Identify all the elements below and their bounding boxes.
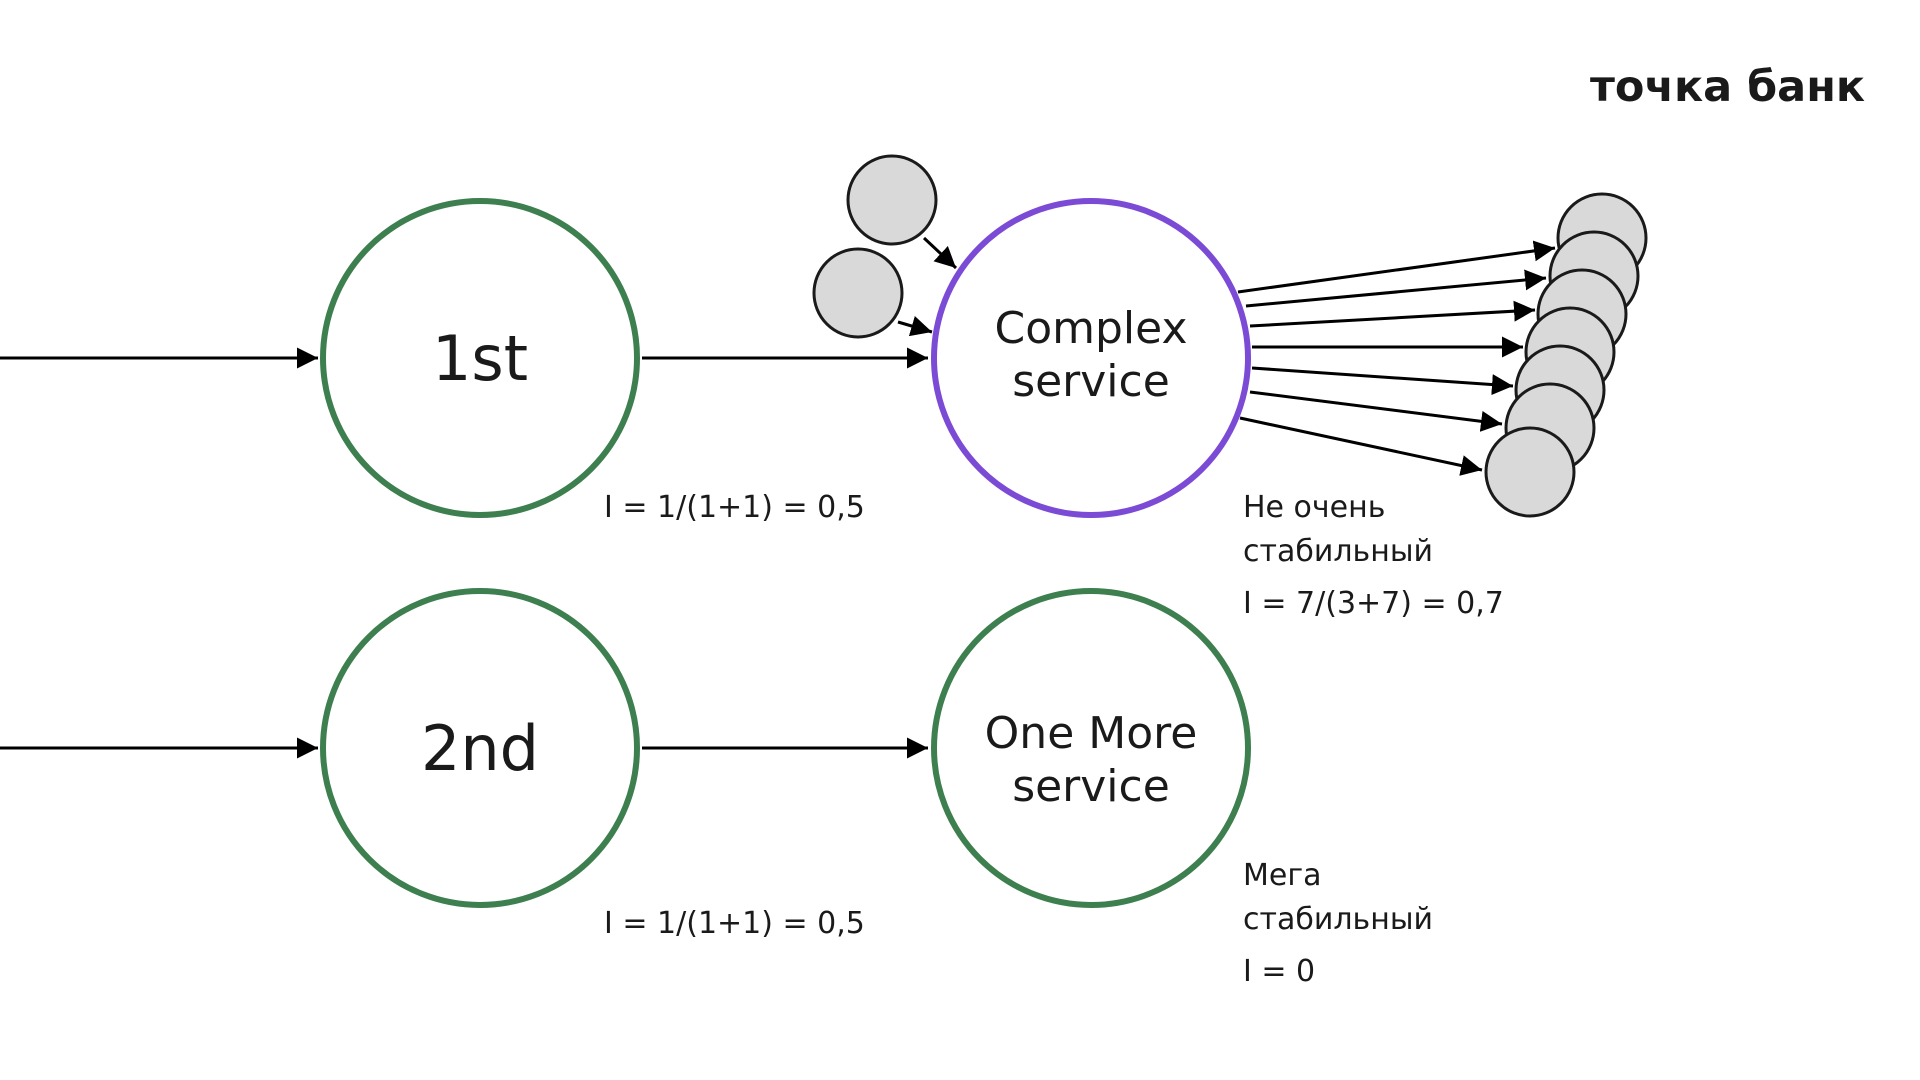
one-more-stability-note-line1: Мега [1243,858,1322,893]
second-instability-metric: I = 1/(1+1) = 0,5 [604,906,865,941]
node-first-label: 1st [432,322,528,395]
incoming-dependent-node [846,154,938,246]
node-complex-label-line2: service [1012,356,1170,407]
one-more-stability-note-line2: стабильный [1243,902,1434,937]
node-complex-label-line1: Complex [995,303,1188,354]
complex-stability-note-line1: Не очень [1243,490,1386,525]
node-one-more-label-line1: One More [985,708,1198,759]
arrow-complex-to-dependency [1239,416,1483,476]
complex-stability-note-line2: стабильный [1243,534,1434,569]
arrow-complex-to-dependency [1237,240,1556,294]
arrow-dependent-to-complex [922,236,958,270]
first-instability-metric: I = 1/(1+1) = 0,5 [604,490,865,525]
node-second [320,588,640,908]
arrow-complex-to-dependency [1249,390,1503,432]
incoming-dependent-node [812,247,904,339]
arrow-complex-to-dependency [1249,300,1536,328]
node-second-label: 2nd [421,712,539,785]
node-first [320,198,640,518]
arrow-complex-to-dependency [1245,269,1547,308]
node-complex-service [931,198,1251,518]
complex-instability-metric: I = 7/(3+7) = 0,7 [1243,586,1504,621]
arrow-dependent-to-complex [897,316,933,337]
node-one-more-label-line2: service [1012,761,1170,812]
arrow-complex-to-dependency [1251,366,1514,396]
node-one-more-service [931,588,1251,908]
brand-logo: точка банк [1590,62,1866,112]
outgoing-dependency-node [1484,426,1576,518]
one-more-instability-metric: I = 0 [1243,954,1316,989]
